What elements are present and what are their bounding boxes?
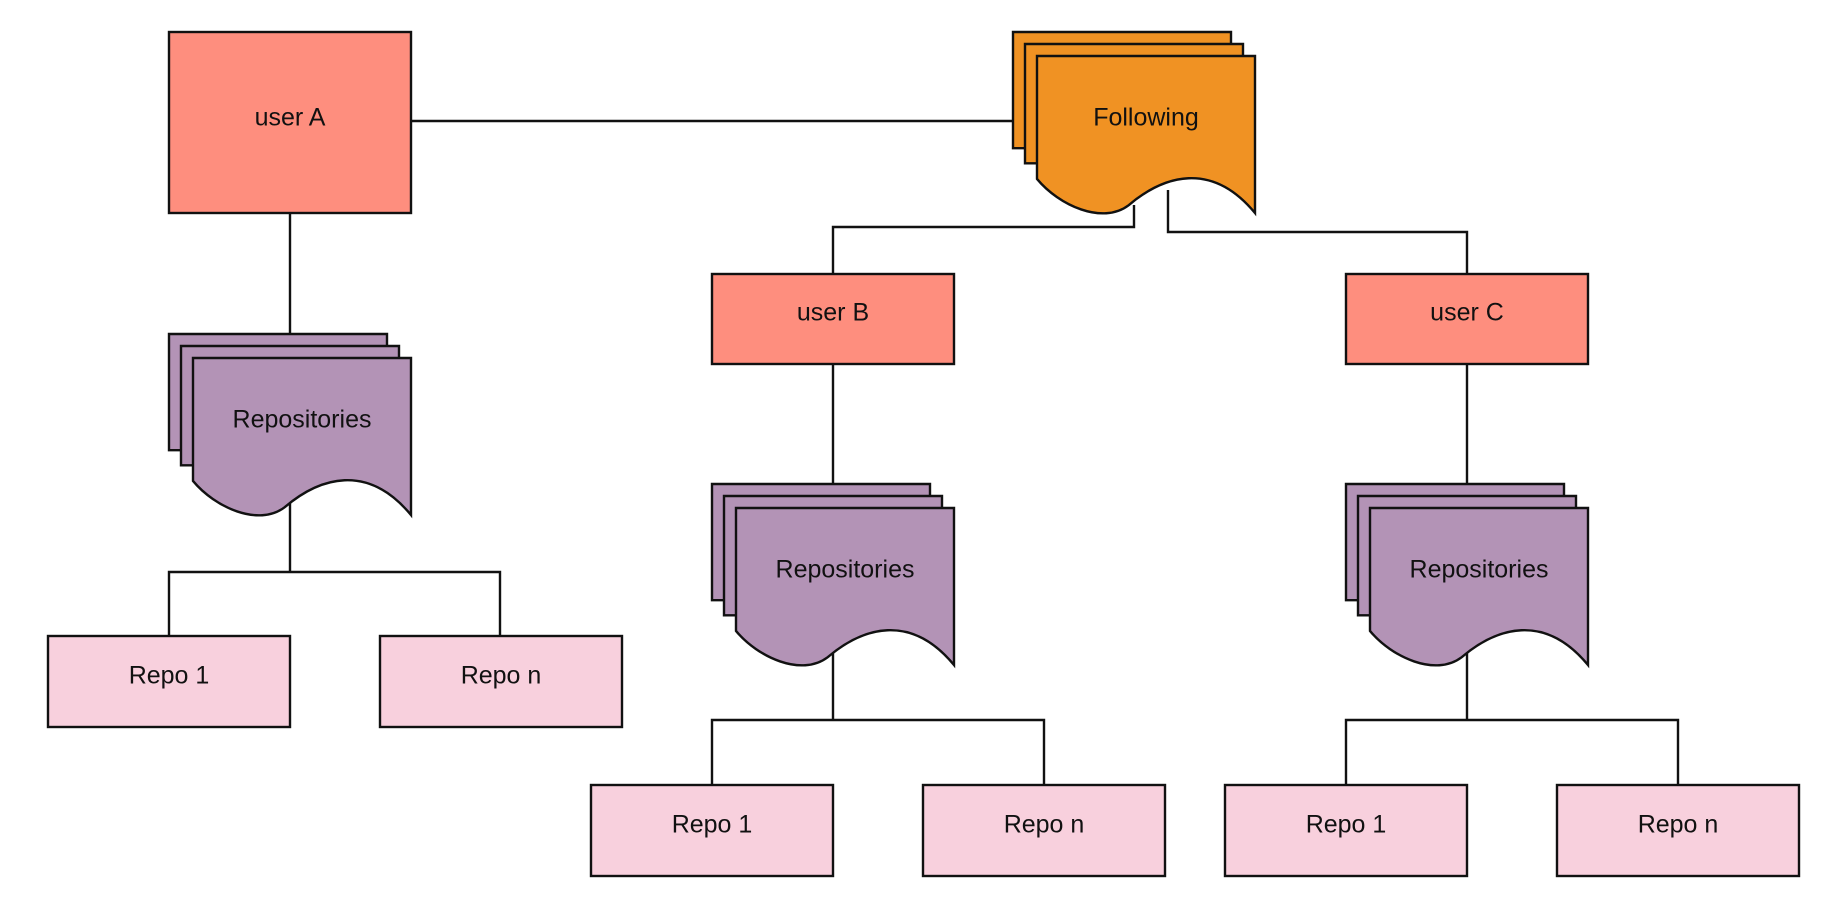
node-repo-bn: Repo n bbox=[921, 783, 1167, 878]
repositories-a-label: Repositories bbox=[233, 406, 372, 434]
repo-a1-label: Repo 1 bbox=[129, 662, 210, 690]
repositories-a-stack bbox=[167, 332, 413, 519]
repo-a1-box bbox=[46, 634, 292, 729]
repo-an-label: Repo n bbox=[461, 662, 542, 690]
repo-bn-label: Repo n bbox=[1004, 811, 1085, 839]
node-repositories-b: Repositories bbox=[710, 482, 956, 669]
node-user-c: user C bbox=[1344, 272, 1590, 366]
node-repo-cn: Repo n bbox=[1555, 783, 1801, 878]
repo-an-box bbox=[378, 634, 624, 729]
repositories-b-stack-page-3 bbox=[734, 506, 956, 669]
repositories-c-stack bbox=[1344, 482, 1590, 669]
connectors bbox=[167, 119, 1680, 786]
edge-reposa-repos bbox=[167, 500, 502, 637]
repositories-b-stack bbox=[710, 482, 956, 669]
node-repo-c1: Repo 1 bbox=[1223, 783, 1469, 878]
node-repositories-a: Repositories bbox=[167, 332, 413, 519]
repo-cn-label: Repo n bbox=[1638, 811, 1719, 839]
repositories-a-stack-page-3 bbox=[191, 356, 413, 519]
edge-following-userc bbox=[1166, 190, 1469, 275]
repositories-b-label: Repositories bbox=[776, 556, 915, 584]
edge-reposc-repos bbox=[1344, 650, 1680, 786]
repositories-c-label: Repositories bbox=[1410, 556, 1549, 584]
user-a-box bbox=[167, 30, 413, 215]
node-user-a: user A bbox=[167, 30, 413, 215]
user-b-box bbox=[710, 272, 956, 366]
node-repo-an: Repo n bbox=[378, 634, 624, 729]
edge-reposb-repos bbox=[710, 650, 1046, 786]
repo-b1-box bbox=[589, 783, 835, 878]
repo-bn-box bbox=[921, 783, 1167, 878]
repositories-c-stack-page-3 bbox=[1368, 506, 1590, 669]
repo-c1-label: Repo 1 bbox=[1306, 811, 1387, 839]
user-a-label: user A bbox=[255, 104, 326, 132]
repo-c1-box bbox=[1223, 783, 1469, 878]
user-c-label: user C bbox=[1430, 299, 1504, 327]
user-c-box bbox=[1344, 272, 1590, 366]
node-repositories-c: Repositories bbox=[1344, 482, 1590, 669]
repo-cn-box bbox=[1555, 783, 1801, 878]
node-user-b: user B bbox=[710, 272, 956, 366]
edge-following-userb bbox=[831, 205, 1136, 275]
following-stack bbox=[1011, 30, 1257, 217]
node-following: Following bbox=[1011, 30, 1257, 217]
following-label: Following bbox=[1093, 104, 1199, 132]
following-stack-page-3 bbox=[1035, 54, 1257, 217]
node-repo-a1: Repo 1 bbox=[46, 634, 292, 729]
node-repo-b1: Repo 1 bbox=[589, 783, 835, 878]
user-b-label: user B bbox=[797, 299, 869, 327]
repo-b1-label: Repo 1 bbox=[672, 811, 753, 839]
